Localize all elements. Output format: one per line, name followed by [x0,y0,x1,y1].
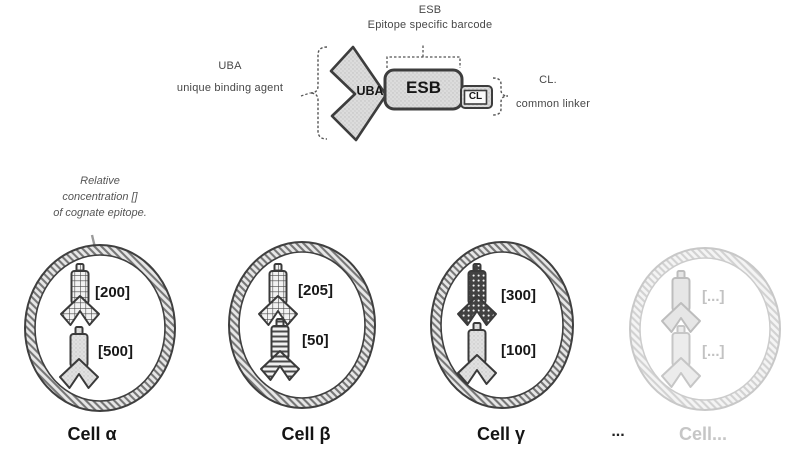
esb-shape-label: ESB [406,78,441,97]
cells-ellipsis: ... [611,423,625,440]
esb-bracket [386,45,461,68]
cell-gamma [430,241,574,409]
concentration-faded-2: [...] [702,343,725,360]
concentration-beta-2: [50] [302,332,329,349]
annotation-line-1: Relative [80,175,120,187]
concentration-alpha-2: [500] [98,343,134,360]
concentration-faded-1: [...] [702,288,725,305]
concentration-gamma-2: [100] [501,342,537,359]
cell-beta-cytoplasm [238,251,366,399]
uba-brace-tick [300,92,311,97]
uba-caption-subtitle: unique binding agent [176,82,284,94]
uba-shape-label: UBA [356,84,384,98]
cl-caption-subtitle: common linker [515,98,591,110]
cl-shape-label: CL [468,91,483,102]
cell-gamma-label: Cell γ [476,424,526,444]
annotation-text: Relative concentration [] of cognate epi… [25,173,175,221]
cell-alpha-label: Cell α [67,424,117,444]
cl-brace [492,77,509,116]
concentration-beta-1: [205] [298,282,334,299]
cell-faded-cytoplasm [639,257,771,401]
esb-caption-subtitle: Epitope specific barcode [367,19,493,31]
cell-alpha [24,244,176,412]
cl-inner-box [463,89,488,105]
cell-beta [228,241,376,409]
cell-beta-label: Cell β [281,424,331,444]
cell-faded-label: Cell... [678,424,727,444]
uba-caption-title: UBA [218,60,242,72]
annotation-line-3: of cognate epitope. [53,207,147,219]
cell-alpha-cytoplasm [34,254,166,402]
cell-faded [629,247,781,411]
concentration-alpha-1: [200] [95,284,131,301]
cell-gamma-cytoplasm [440,251,564,399]
cl-caption-title: CL. [539,74,557,86]
esb-caption-title: ESB [418,4,442,16]
uba-brace [309,46,328,140]
annotation-line-2: concentration [] [62,191,138,203]
concentration-gamma-1: [300] [501,287,537,304]
